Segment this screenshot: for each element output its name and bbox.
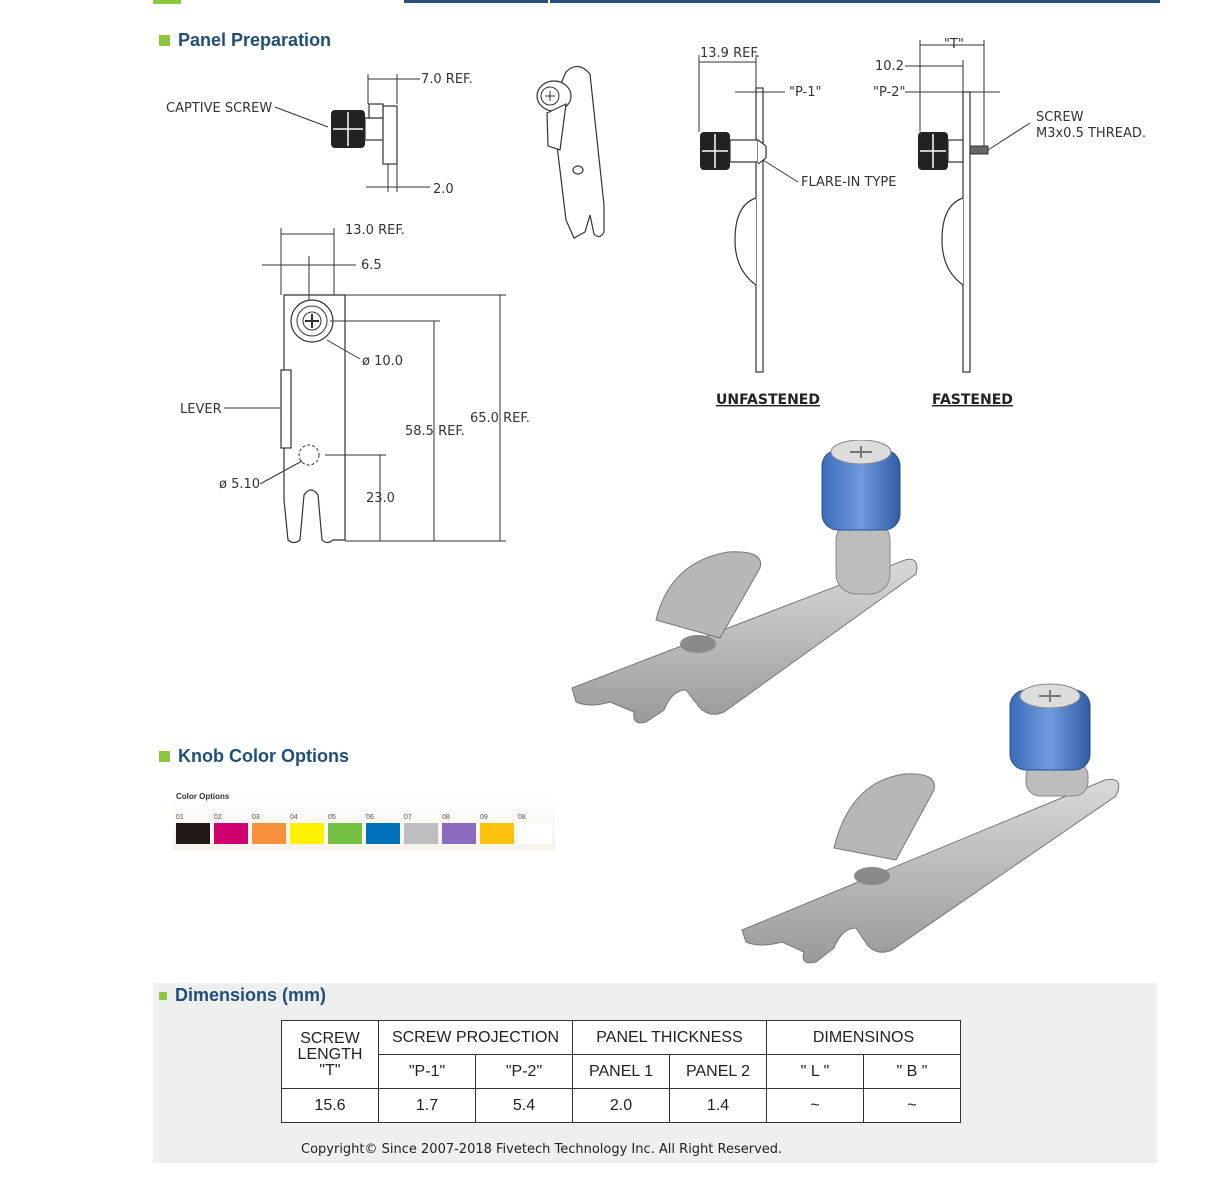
header-accent-bar [153, 0, 181, 4]
cell-panel1: 2.0 [572, 1088, 670, 1123]
cell-l: ~ [766, 1088, 864, 1123]
label-lever: LEVER [180, 402, 222, 417]
label-58-5-ref: 58.5 REF. [405, 424, 465, 439]
section-title-knob-color-options: Knob Color Options [159, 746, 349, 767]
label-screw: SCREW [1036, 110, 1084, 125]
section-title-panel-preparation: Panel Preparation [159, 30, 331, 51]
color-swatch-number: 09 [480, 814, 488, 821]
label-dia-10: ø 10.0 [362, 354, 403, 369]
color-swatch-number: 03 [252, 814, 260, 821]
color-options-title: Color Options [176, 792, 230, 801]
label-7-ref: 7.0 REF. [421, 72, 473, 87]
cell-p2: 5.4 [475, 1088, 573, 1123]
label-flare-in: FLARE-IN TYPE [801, 175, 896, 190]
label-p1: "P-1" [789, 85, 821, 100]
subheader-panel1: PANEL 1 [572, 1054, 670, 1089]
color-swatch [518, 823, 552, 844]
label-23: 23.0 [366, 491, 395, 506]
header-screw-projection: SCREW PROJECTION [378, 1020, 573, 1055]
color-swatch [404, 823, 438, 844]
label-t: "T" [944, 37, 964, 52]
label-thread: M3x0.5 THREAD. [1036, 126, 1146, 141]
subheader-panel2: PANEL 2 [669, 1054, 767, 1089]
color-swatch-number: 05 [328, 814, 336, 821]
section-bullet-icon [159, 991, 167, 1000]
lever-plate-front-view [224, 228, 506, 544]
section-bullet-icon [159, 35, 170, 46]
subheader-l: " L " [766, 1054, 864, 1089]
color-swatch [480, 823, 514, 844]
render-fastened [741, 683, 1120, 964]
section-title-text: Dimensions (mm) [175, 985, 327, 1005]
color-swatch [366, 823, 400, 844]
color-swatch [290, 823, 324, 844]
color-swatch-number: 07 [404, 814, 412, 821]
render-unfastened [571, 440, 918, 724]
color-swatch [328, 823, 362, 844]
technical-drawing: 7.0 REF. CAPTIVE SCREW 2.0 [166, 37, 1146, 544]
section-title-text: Knob Color Options [178, 746, 349, 766]
color-swatch [252, 823, 286, 844]
header-t-text: "T" [319, 1061, 341, 1079]
label-65-ref: 65.0 REF. [470, 411, 530, 426]
color-swatch-number: 01 [176, 814, 184, 821]
label-13-9-ref: 13.9 REF. [700, 46, 760, 61]
label-6-5: 6.5 [361, 258, 382, 273]
fastened-view [905, 40, 1031, 373]
product-renders [571, 440, 1120, 964]
label-fastened: FASTENED [932, 392, 1013, 408]
color-swatch-number: 04 [290, 814, 298, 821]
label-10-2: 10.2 [875, 59, 904, 74]
section-title-text: Panel Preparation [178, 30, 332, 50]
dimensions-table: SCREW LENGTH "T" SCREW PROJECTION PANEL … [281, 1020, 961, 1123]
label-dia-5-10: ø 5.10 [219, 477, 260, 492]
cell-b: ~ [863, 1088, 961, 1123]
header-screw-length-text: SCREW LENGTH [297, 1029, 363, 1063]
header-panel-thickness: PANEL THICKNESS [572, 1020, 767, 1055]
cell-t: 15.6 [281, 1088, 379, 1123]
copyright-text: Copyright© Since 2007-2018 Fivetech Tech… [301, 1142, 783, 1157]
color-swatch-number: 08 [518, 814, 526, 821]
table-row: 15.6 1.7 5.4 2.0 1.4 ~ ~ [281, 1088, 961, 1123]
color-swatch [176, 823, 210, 844]
subheader-p1: "P-1" [378, 1054, 476, 1089]
color-swatch-number: 08 [442, 814, 450, 821]
captive-screw-side-view [274, 74, 430, 192]
cell-p1: 1.7 [378, 1088, 476, 1123]
header-rule-gap [548, 0, 550, 3]
subheader-b: " B " [863, 1054, 961, 1089]
unfastened-view [698, 55, 799, 373]
label-captive-screw: CAPTIVE SCREW [166, 101, 272, 116]
header-dimensinos: DIMENSINOS [766, 1020, 961, 1055]
subheader-p2: "P-2" [475, 1054, 573, 1089]
label-2: 2.0 [433, 182, 454, 197]
section-bullet-icon [159, 751, 170, 762]
isometric-part-sketch [536, 65, 605, 239]
section-title-dimensions: Dimensions (mm) [159, 985, 326, 1006]
color-swatch-number: 06 [366, 814, 374, 821]
header-screw-length: SCREW LENGTH "T" [281, 1020, 379, 1089]
header-rule [404, 0, 1160, 3]
cell-panel2: 1.4 [669, 1088, 767, 1123]
label-unfastened: UNFASTENED [716, 392, 820, 408]
label-p2: "P-2" [873, 85, 905, 100]
color-swatch [442, 823, 476, 844]
color-swatch-number: 02 [214, 814, 222, 821]
color-swatch [214, 823, 248, 844]
label-13-ref: 13.0 REF. [345, 223, 405, 238]
